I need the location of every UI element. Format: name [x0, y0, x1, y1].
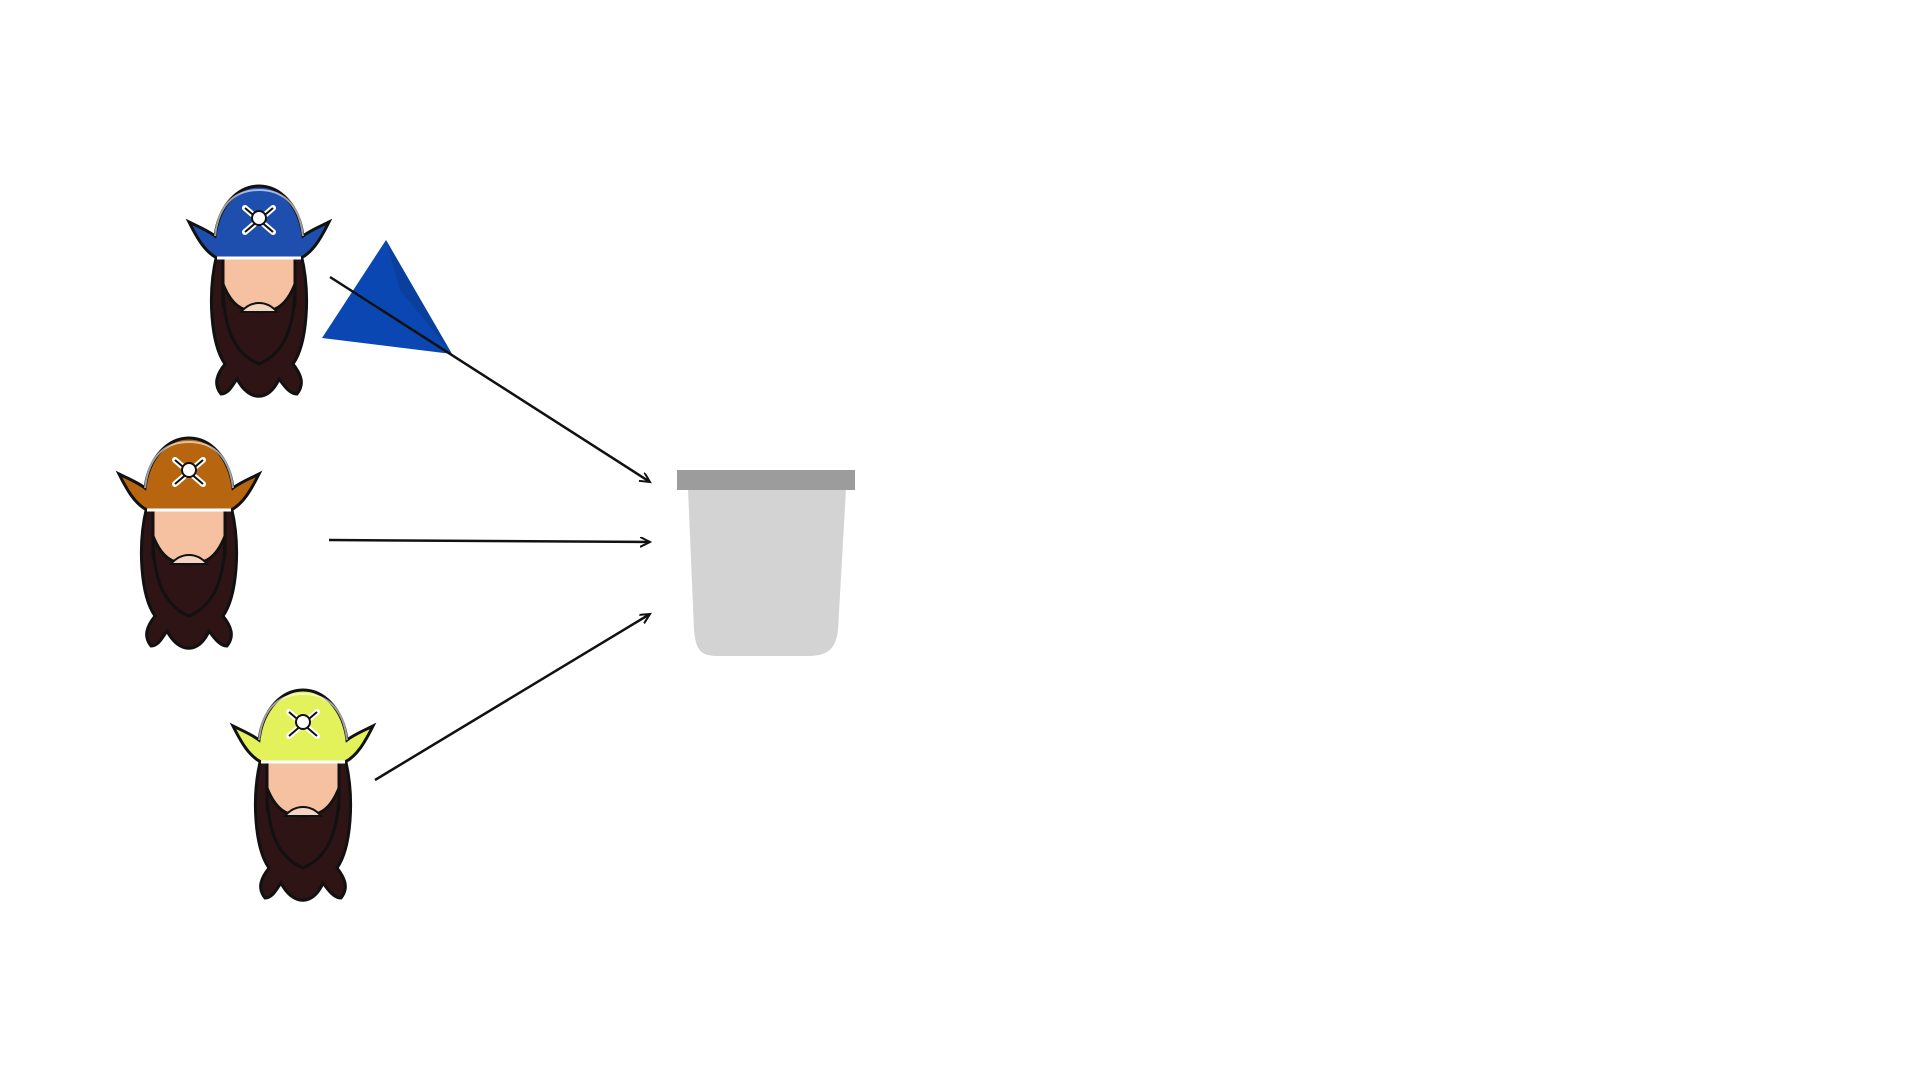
- trash-bin-icon: [677, 470, 855, 656]
- arrow-from-blue-pirate: [329, 275, 650, 482]
- pirate-icon: [185, 184, 333, 398]
- pirate-icon: [115, 436, 263, 650]
- pirate-brown: [115, 436, 263, 650]
- arrow-from-brown-pirate: [328, 540, 650, 542]
- arrow-from-yellow-pirate: [374, 614, 650, 782]
- pirate-yellow: [229, 688, 377, 902]
- paper-plane-icon: [322, 240, 452, 354]
- pirate-blue: [185, 184, 333, 398]
- pirate-icon: [229, 688, 377, 902]
